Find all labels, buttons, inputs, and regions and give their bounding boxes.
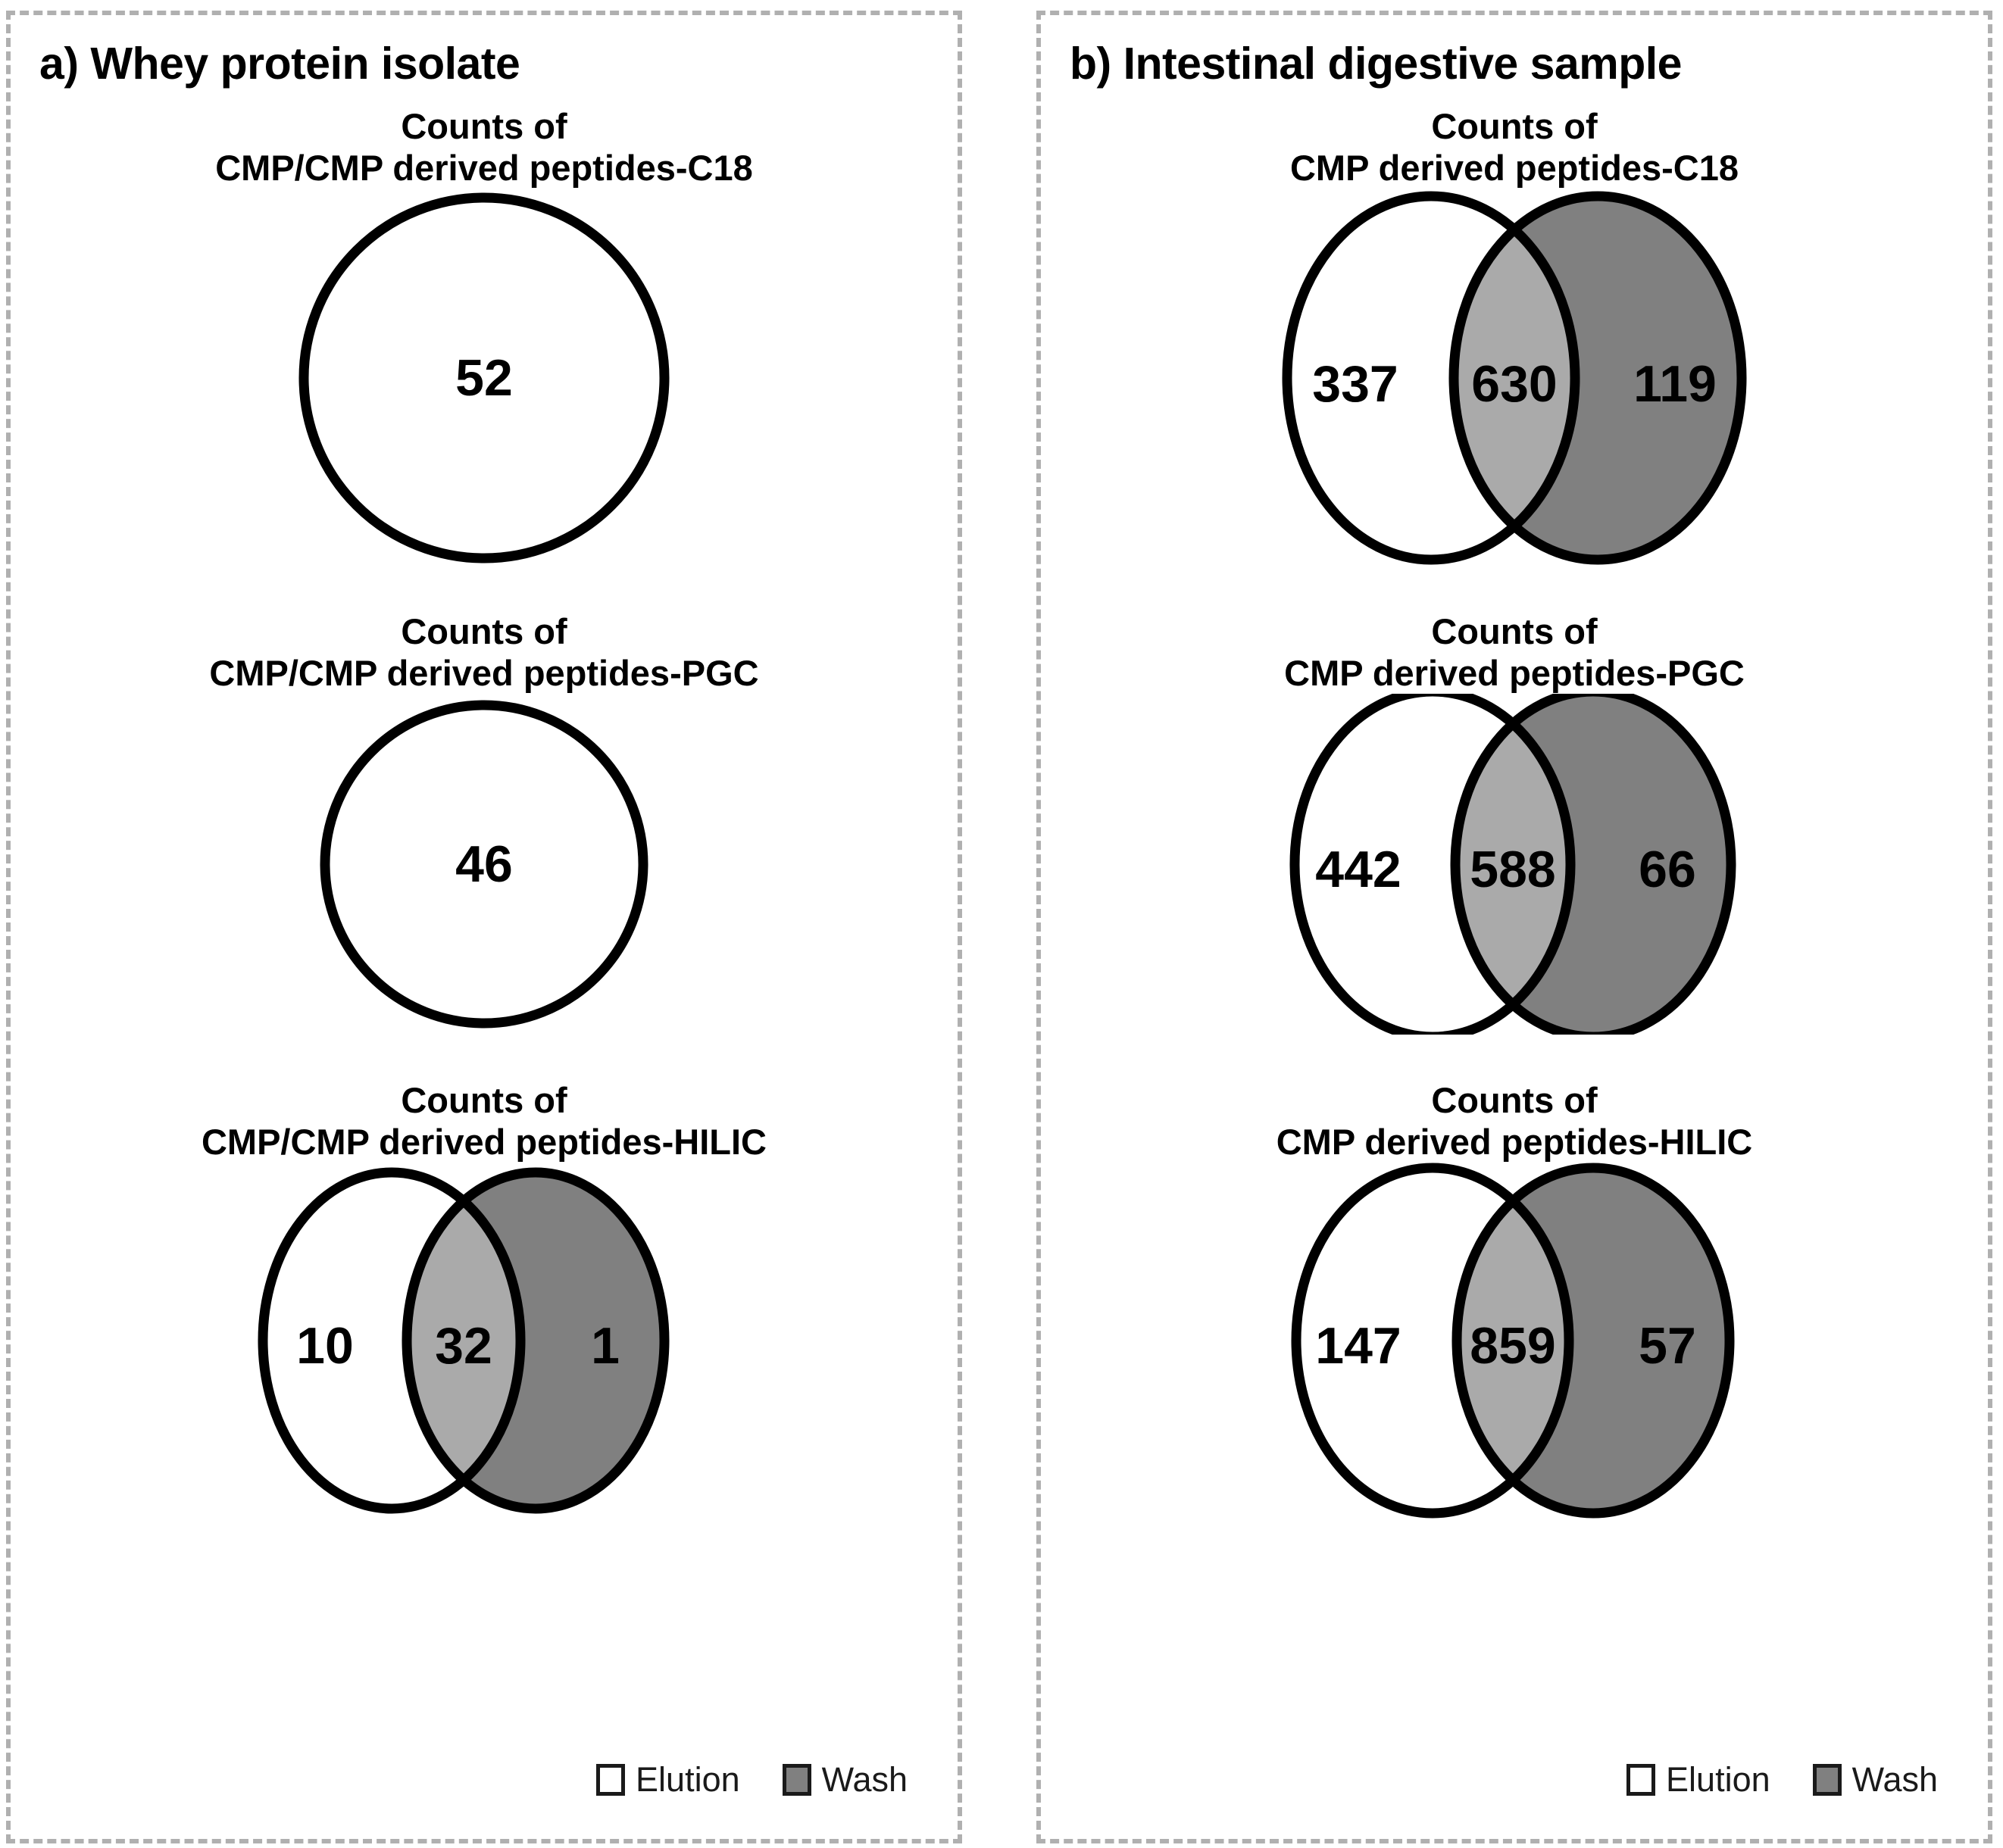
venn-a-hilic-title: Counts of CMP/CMP derived peptides-HILIC	[202, 1080, 767, 1163]
venn-b-pgc: Counts of CMP derived peptides-PGC 442 5…	[1041, 611, 1988, 1035]
legend-label-wash: Wash	[821, 1760, 908, 1799]
venn-a-pgc-title-line1: Counts of	[401, 611, 567, 652]
legend-item-elution: Elution	[1626, 1760, 1770, 1800]
venn-a-hilic-title-line1: Counts of	[401, 1080, 567, 1121]
venn-b-hilic-title-line2: CMP derived peptides-HILIC	[1276, 1121, 1753, 1162]
venn-b-pgc-title: Counts of CMP derived peptides-PGC	[1284, 611, 1745, 694]
venn-b-hilic-overlap-count: 859	[1470, 1317, 1555, 1375]
legend-label-elution: Elution	[636, 1760, 740, 1799]
venn-overlap-region	[1454, 196, 1575, 560]
venn-b-hilic-elution-count: 147	[1315, 1317, 1401, 1375]
venn-a-pgc-elution-count: 46	[455, 835, 513, 893]
venn-b-c18-title-line2: CMP derived peptides-C18	[1289, 147, 1739, 188]
legend-swatch-elution-icon	[1626, 1764, 1656, 1796]
venn-b-pgc-title-line2: CMP derived peptides-PGC	[1284, 652, 1745, 693]
venn-b-pgc-graphic: 442 588 66	[1289, 694, 1736, 1035]
venn-a-hilic-overlap-count: 32	[435, 1317, 492, 1375]
venn-a-c18-title-line1: Counts of	[401, 106, 567, 146]
legend-swatch-elution-icon	[596, 1764, 626, 1796]
venn-a-c18: Counts of CMP/CMP derived peptides-C18 5…	[11, 106, 958, 567]
legend-item-wash: Wash	[782, 1760, 908, 1800]
legend-label-wash: Wash	[1851, 1760, 1938, 1799]
venn-outline-wash	[1451, 1163, 1735, 1519]
panel-b: b) Intestinal digestive sample Counts of…	[1036, 11, 1992, 1843]
legend-item-elution: Elution	[596, 1760, 740, 1800]
panel-b-title: b) Intestinal digestive sample	[1070, 39, 1682, 89]
venn-a-hilic-wash-count: 1	[591, 1317, 620, 1375]
venn-b-hilic-wash-count: 57	[1639, 1317, 1696, 1375]
venn-b-hilic-graphic: 147 859 57	[1291, 1163, 1735, 1519]
legend-label-elution: Elution	[1666, 1760, 1770, 1799]
venn-outline-elution	[258, 1167, 526, 1514]
venn-outline-wash	[402, 1167, 670, 1514]
venn-outline-elution	[1282, 191, 1580, 565]
legend-swatch-wash-icon	[782, 1764, 811, 1796]
venn-a-c18-graphic: 52	[298, 192, 670, 563]
venn-b-c18-title-line1: Counts of	[1431, 106, 1598, 146]
venn-outline-elution	[1291, 1163, 1574, 1519]
venn-a-hilic-graphic: 10 32 1	[258, 1167, 670, 1514]
venn-a-pgc-title: Counts of CMP/CMP derived peptides-PGC	[209, 611, 758, 694]
venn-b-c18-elution-count: 337	[1312, 355, 1398, 413]
venn-b-pgc-overlap-count: 588	[1470, 841, 1555, 898]
legend-swatch-wash-icon	[1812, 1764, 1842, 1796]
venn-a-pgc-graphic: 46	[320, 700, 648, 1029]
venn-a-hilic: Counts of CMP/CMP derived peptides-HILIC	[11, 1080, 958, 1519]
venn-a-c18-elution-count: 52	[455, 349, 513, 407]
venn-b-hilic: Counts of CMP derived peptides-HILIC 147…	[1041, 1080, 1988, 1519]
venn-a-c18-title: Counts of CMP/CMP derived peptides-C18	[215, 106, 753, 189]
venn-b-c18-wash-count: 119	[1633, 355, 1717, 413]
legend-item-wash: Wash	[1812, 1760, 1938, 1800]
panel-a: a) Whey protein isolate Counts of CMP/CM…	[6, 11, 962, 1843]
venn-circle-elution	[320, 700, 648, 1029]
venn-overlap-region	[1455, 694, 1570, 1035]
venn-a-c18-title-line2: CMP/CMP derived peptides-C18	[215, 147, 753, 188]
venn-circle-elution	[298, 192, 670, 563]
legend-panel-a: Elution Wash	[596, 1760, 908, 1800]
venn-a-pgc-title-line2: CMP/CMP derived peptides-PGC	[209, 652, 759, 693]
venn-b-hilic-title: Counts of CMP derived peptides-HILIC	[1276, 1080, 1753, 1163]
venn-outline-elution	[1289, 694, 1576, 1035]
panel-a-title: a) Whey protein isolate	[39, 39, 520, 89]
venn-b-c18-graphic: 337 630 119	[1282, 191, 1747, 565]
venn-a-hilic-title-line2: CMP/CMP derived peptides-HILIC	[201, 1121, 767, 1162]
venn-b-c18-overlap-count: 630	[1471, 355, 1557, 413]
venn-b-hilic-title-line1: Counts of	[1431, 1080, 1598, 1121]
venn-a-hilic-elution-count: 10	[296, 1317, 354, 1375]
venn-overlap-region	[407, 1172, 520, 1509]
venn-outline-wash	[1450, 694, 1736, 1035]
venn-a-pgc: Counts of CMP/CMP derived peptides-PGC 4…	[11, 611, 958, 1035]
venn-b-c18: Counts of CMP derived peptides-C18 337 6…	[1041, 106, 1988, 567]
legend-panel-b: Elution Wash	[1626, 1760, 1938, 1800]
venn-b-pgc-wash-count: 66	[1639, 841, 1696, 898]
venn-overlap-region	[1457, 1168, 1569, 1514]
venn-b-pgc-elution-count: 442	[1315, 841, 1401, 898]
venn-b-pgc-title-line1: Counts of	[1431, 611, 1598, 652]
venn-outline-wash	[1448, 191, 1747, 565]
venn-b-c18-title: Counts of CMP derived peptides-C18	[1290, 106, 1739, 189]
